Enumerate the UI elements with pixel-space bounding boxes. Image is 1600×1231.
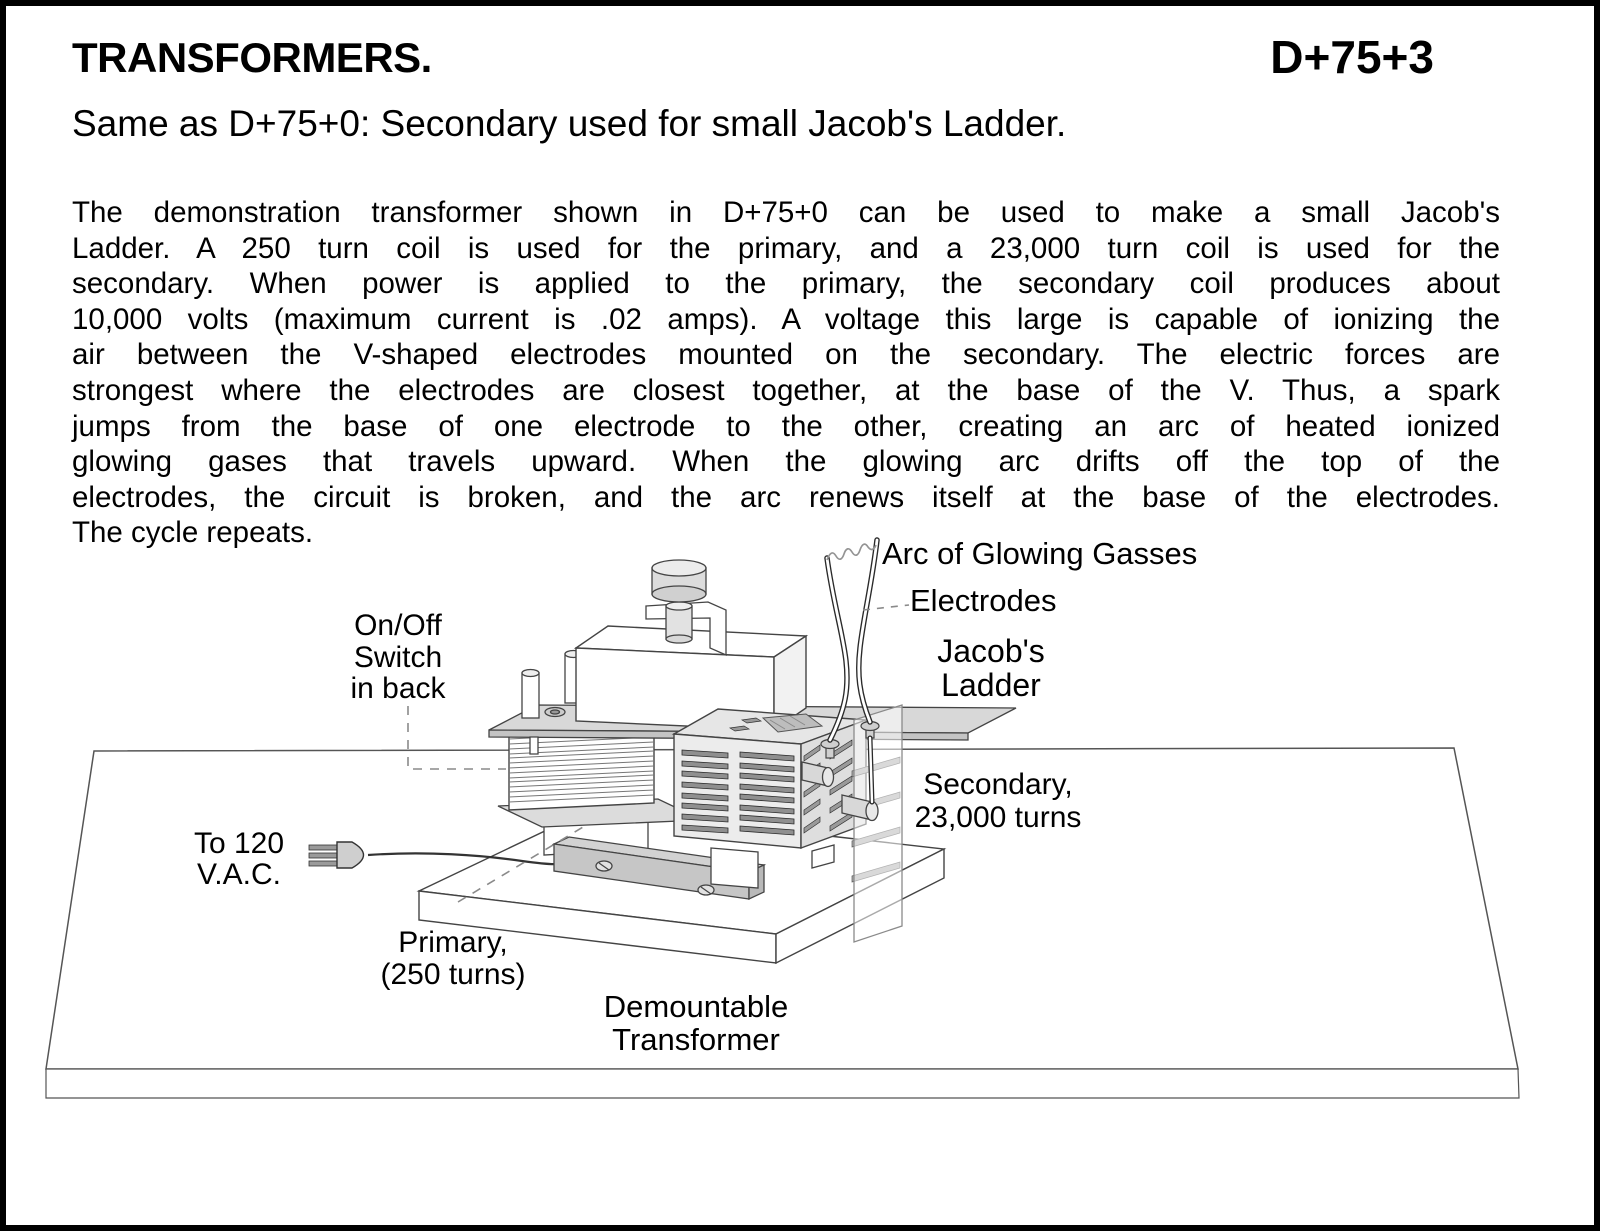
page-subtitle: Same as D+75+0: Secondary used for small… — [72, 103, 1067, 144]
onoff-leader — [407, 706, 506, 770]
primary-coil-stack — [508, 724, 655, 811]
paragraph-line: The demonstration transformer shown in D… — [72, 196, 1500, 229]
description-paragraph: The demonstration transformer shown in D… — [72, 195, 1500, 551]
power-plug — [308, 841, 365, 869]
page-title: TRANSFORMERS. — [72, 34, 432, 81]
primary-label: Primary, (250 turns) — [380, 926, 526, 991]
demountable-transformer-label: Demountable Transformer — [603, 989, 789, 1057]
electrode-wires — [824, 537, 880, 805]
electrodes-leader — [862, 604, 910, 611]
secondary-leg — [710, 844, 835, 889]
paragraph-line: jumps from the base of one electrode to … — [72, 409, 1500, 443]
secondary-label: Secondary, 23,000 turns — [914, 768, 1082, 834]
primary-leader — [457, 826, 584, 903]
paragraph-line: strongest where the electrodes are close… — [72, 373, 1500, 407]
top-mesh — [761, 713, 824, 733]
clamp-knob — [645, 559, 727, 656]
vac-label: To 120 V.A.C. — [193, 827, 285, 891]
electrodes-label: Electrodes — [910, 583, 1057, 618]
leader-lines — [407, 604, 910, 903]
paragraph-line: 10,000 volts (maximum current is .02 amp… — [72, 302, 1500, 336]
core-yoke — [573, 625, 809, 732]
top-vent-dashes — [728, 717, 763, 732]
vent-slats-front — [681, 749, 795, 836]
jacobs-ladder-label: Jacob's Ladder — [937, 633, 1045, 703]
onoff-switch-label: On/Off Switch in back — [350, 609, 446, 705]
transformer-diagram — [45, 537, 1520, 1099]
page-code: D+75+3 — [1270, 31, 1434, 83]
electrode-nuts — [820, 720, 880, 759]
spark-arc — [826, 543, 877, 561]
paragraph-line: glowing gases that travels upward. When … — [72, 445, 1500, 479]
paragraph-line: secondary. When power is applied to the … — [72, 267, 1500, 301]
paragraph-line: The cycle repeats. — [72, 516, 314, 550]
paragraph-line: air between the V-shaped electrodes moun… — [72, 338, 1500, 372]
paragraph-line: Ladder. A 250 turn coil is used for the … — [72, 231, 1500, 265]
arc-label: Arc of Glowing Gasses — [882, 536, 1198, 571]
paragraph-line: electrodes, the circuit is broken, and t… — [72, 480, 1500, 514]
secondary-terminals — [801, 761, 879, 822]
guard-plate — [853, 704, 903, 943]
